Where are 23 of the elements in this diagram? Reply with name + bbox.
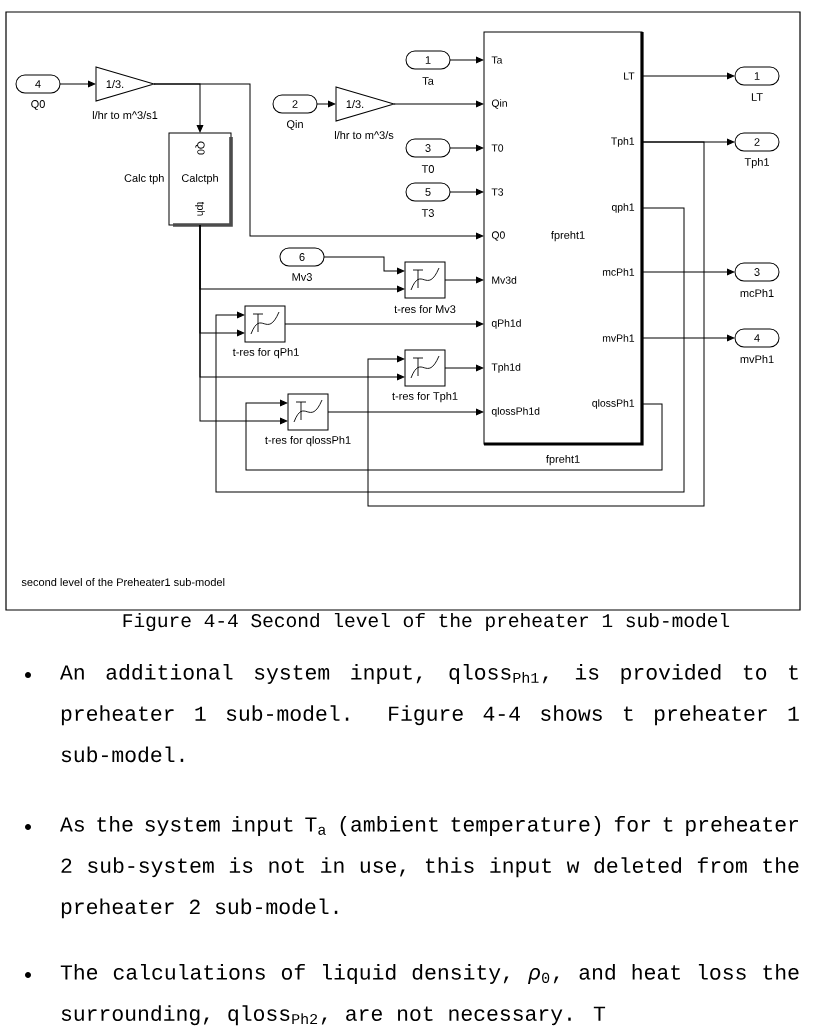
signal-arrow xyxy=(215,207,685,493)
signal-arrow xyxy=(327,408,484,416)
signal-arrow xyxy=(641,72,735,80)
figure-caption: Figure 4-4 Second level of the preheater 1 sub-model xyxy=(123,612,730,632)
signal-arrow xyxy=(444,276,484,284)
signal-arrow xyxy=(393,100,484,108)
signal-arrow xyxy=(449,144,484,152)
paragraph-text: An additional system input, qloss$_{Ph1}$, is provided to t preheater 1 sub-model. Figure 4-4 shows t preheater 1 sub-model. xyxy=(60,664,799,763)
signal-arrow xyxy=(153,83,484,240)
signal-arrow xyxy=(444,364,484,372)
signal-arrow xyxy=(449,188,484,196)
signal-arrow xyxy=(245,399,663,471)
paragraph-text: As the system input T$_{a}$ (ambient temperature) for t preheater 2 sub-system is not in use, this input w deleted from the preheater 2 sub-model. xyxy=(60,816,799,919)
signal-arrow xyxy=(316,100,336,108)
signal-arrow xyxy=(284,320,484,328)
signal-arrow xyxy=(641,268,735,276)
signal-arrow xyxy=(641,334,735,342)
paragraph-text: The calculations of liquid density, ρ$_{0}$, and heat loss the surrounding, qloss$_{Ph2}$, are not necessary. T xyxy=(60,964,799,1026)
signal-arrow xyxy=(449,56,484,64)
signal-arrow xyxy=(199,224,288,425)
signal-arrow xyxy=(367,141,705,507)
signal-arrow xyxy=(323,256,405,275)
signal-arrow xyxy=(59,80,96,88)
